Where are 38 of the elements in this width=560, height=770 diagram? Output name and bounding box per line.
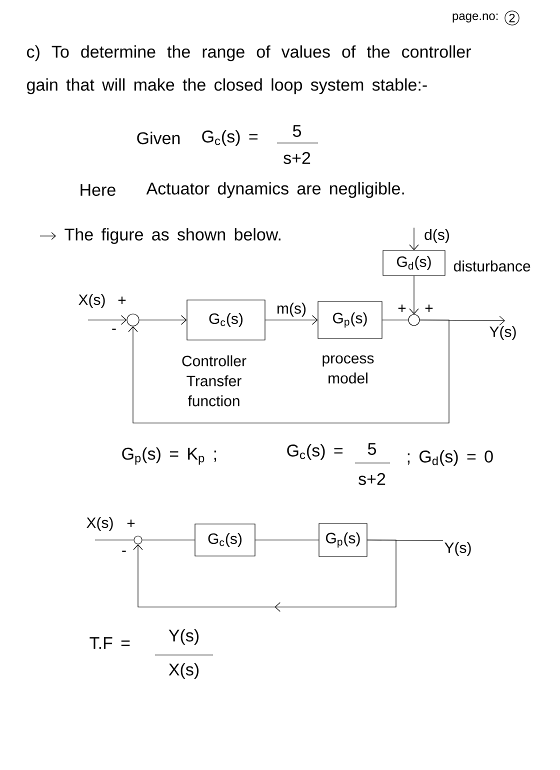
equation-text: s+2 xyxy=(284,152,310,164)
equation-text: 5 xyxy=(368,443,376,455)
equation-text: Y(s) xyxy=(168,629,199,645)
sign-label: + xyxy=(127,520,135,528)
signal-label: Y(s) xyxy=(490,326,516,340)
equation-text: s+2 xyxy=(358,472,386,486)
sentence-text: Here xyxy=(80,184,116,196)
question-text: c) To determine the range of values of the controller gain that will make the closed loop system stable:- xyxy=(27,45,471,94)
box-caption: process model xyxy=(322,355,374,384)
equation-text: Given xyxy=(137,132,180,144)
sentence-text: Actuator dynamics are negligible. xyxy=(146,182,404,198)
equation-text: G$_{c}$(s) = xyxy=(287,444,343,460)
box-caption: disturbance xyxy=(454,260,530,272)
transfer-function-box: G$_{p}$(s) xyxy=(318,523,368,557)
equation-text: T.F = xyxy=(90,637,130,649)
edge-label: m(s) xyxy=(276,302,308,318)
equation-text: G$_{p}$(s) = K$_{p}$ ; xyxy=(122,447,216,465)
sign-label: + xyxy=(398,304,406,312)
signal-label: d(s) xyxy=(424,229,449,243)
transfer-function-box: G$_{c}$(s) xyxy=(194,524,256,556)
transfer-function-box: G$_{c}$(s) xyxy=(186,300,266,340)
sign-label: + xyxy=(425,304,433,312)
sentence-text: The figure as shown below. xyxy=(64,228,280,244)
equation-text: X(s) xyxy=(168,663,199,679)
signal-label: Y(s) xyxy=(444,542,471,556)
summing-junction xyxy=(126,314,140,326)
sign-label: + xyxy=(118,296,126,304)
equation-text: G$_{c}$(s) = xyxy=(202,130,258,146)
box-caption: Controller Transfer function xyxy=(182,355,246,406)
transfer-function-box: G$_{d}$(s) xyxy=(382,250,446,276)
sign-label: - xyxy=(122,550,126,552)
equation-text: 5 xyxy=(292,125,301,137)
summing-junction xyxy=(134,536,142,544)
circled-number: 2 xyxy=(504,10,520,26)
transfer-function-box: G$_{p}$(s) xyxy=(318,301,382,339)
equation-text: ; G$_{d}$(s) = 0 xyxy=(408,450,493,466)
summing-junction xyxy=(408,314,420,326)
sign-label: - xyxy=(112,328,116,330)
